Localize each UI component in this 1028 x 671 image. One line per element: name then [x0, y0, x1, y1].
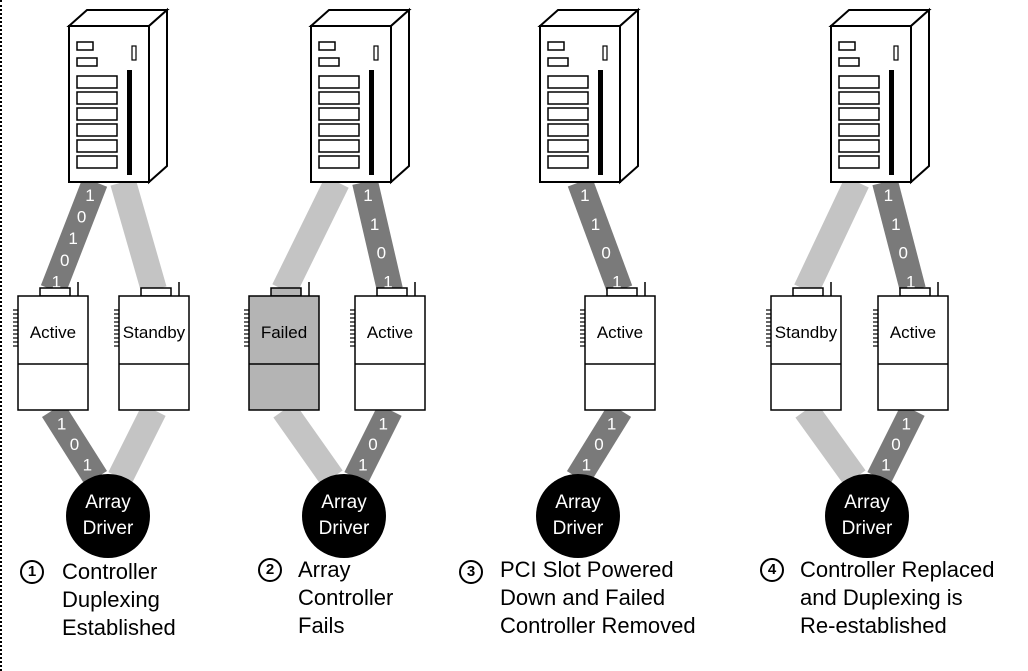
data-bit: 0 — [377, 244, 386, 263]
data-bit: 0 — [601, 244, 610, 263]
active-data-link — [40, 177, 108, 295]
data-bit: 1 — [607, 415, 616, 434]
controller-status-label: Active — [367, 323, 413, 342]
array-driver-line-2: Driver — [319, 518, 370, 539]
data-bit: 0 — [891, 435, 900, 454]
array-controller-standby: Standby — [114, 282, 190, 411]
active-driver-link — [566, 403, 632, 485]
active-driver-link — [867, 404, 925, 484]
array-driver-line-1: Array — [85, 492, 131, 513]
data-bit: 1 — [85, 186, 94, 205]
array-driver-line-2: Driver — [842, 518, 893, 539]
data-bit: 1 — [582, 455, 591, 474]
data-bit: 1 — [881, 455, 890, 474]
active-data-link — [352, 179, 403, 293]
data-bit: 1 — [612, 272, 621, 291]
data-bit: 1 — [901, 415, 910, 434]
step-number-1: 1 — [20, 560, 44, 584]
data-bit: 1 — [358, 455, 367, 474]
left-dotted-border — [0, 0, 2, 671]
active-driver-link — [42, 403, 107, 485]
data-bit: 1 — [57, 415, 66, 434]
data-bit: 0 — [70, 435, 79, 454]
standby-data-link — [794, 176, 869, 296]
data-bit: 1 — [52, 272, 61, 291]
server-icon — [66, 7, 170, 185]
standby-data-link — [110, 178, 167, 294]
controller-status-label: Standby — [123, 323, 186, 342]
data-bit: 1 — [884, 186, 893, 205]
array-controller-failed: Failed — [244, 282, 320, 411]
standby-data-link — [272, 176, 349, 296]
step-caption-2: Array Controller Fails — [298, 557, 394, 638]
data-bit: 1 — [580, 186, 589, 205]
array-controller-active: Active — [350, 282, 426, 411]
standby-driver-link — [108, 404, 166, 484]
standby-driver-link — [273, 402, 343, 486]
data-bit: 0 — [594, 435, 603, 454]
array-driver-line-2: Driver — [83, 518, 134, 539]
data-bit: 0 — [899, 244, 908, 263]
step-number-4: 4 — [760, 558, 784, 582]
active-data-link — [567, 177, 633, 295]
data-bit: 0 — [60, 251, 69, 270]
server-icon — [828, 7, 932, 185]
array-controller-active: Active — [580, 282, 656, 411]
data-bit: 1 — [906, 272, 915, 291]
array-driver-line-1: Array — [844, 492, 890, 513]
controller-status-label: Failed — [261, 323, 307, 342]
controller-status-label: Standby — [775, 323, 838, 342]
array-driver-line-1: Array — [555, 492, 601, 513]
data-bit: 0 — [368, 435, 377, 454]
active-driver-link — [344, 404, 402, 484]
array-controller-active: Active — [13, 282, 89, 411]
data-bit: 0 — [77, 208, 86, 227]
data-bit: 1 — [378, 415, 387, 434]
data-bit: 1 — [68, 229, 77, 248]
step-caption-3: PCI Slot Powered Down and Failed Control… — [500, 557, 696, 638]
step-caption-4: Controller Replaced and Duplexing is Re-… — [800, 557, 995, 638]
data-bit: 1 — [891, 215, 900, 234]
server-icon — [537, 7, 641, 185]
data-bit: 1 — [83, 455, 92, 474]
step-number-2: 2 — [258, 558, 282, 582]
array-controller-active: Active — [873, 282, 949, 411]
server-icon — [308, 7, 412, 185]
active-data-link — [872, 178, 926, 294]
standby-driver-link — [795, 402, 866, 486]
controller-status-label: Active — [30, 323, 76, 342]
controller-status-label: Active — [597, 323, 643, 342]
step-caption-1: Controller Duplexing Established — [62, 559, 176, 640]
array-controller-standby: Standby — [766, 282, 842, 411]
data-bit: 1 — [383, 272, 392, 291]
data-bit: 1 — [363, 186, 372, 205]
data-bit: 1 — [591, 215, 600, 234]
step-number-3: 3 — [459, 560, 483, 584]
array-driver-line-2: Driver — [553, 518, 604, 539]
controller-status-label: Active — [890, 323, 936, 342]
data-bit: 1 — [370, 215, 379, 234]
array-driver-line-1: Array — [321, 492, 367, 513]
